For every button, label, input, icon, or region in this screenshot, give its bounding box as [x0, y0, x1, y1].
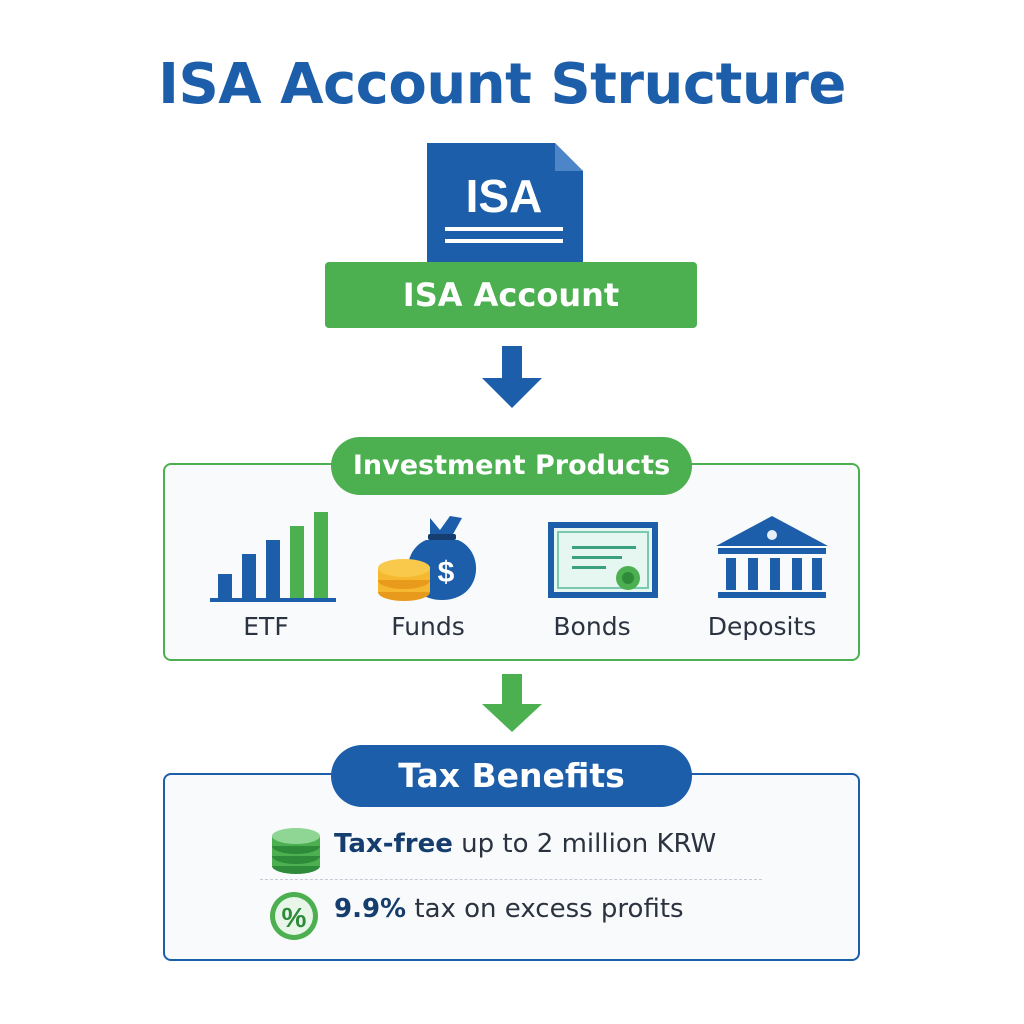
- benefit-highlight: 9.9%: [334, 894, 407, 924]
- product-label-funds: Funds: [391, 612, 465, 641]
- benefit-highlight: Tax-free: [334, 829, 453, 859]
- product-label-etf: ETF: [243, 612, 289, 641]
- bar-chart-icon: [210, 512, 336, 602]
- money-bag-icon: $: [378, 516, 477, 601]
- product-etf: [186, 508, 346, 604]
- svg-text:%: %: [282, 902, 307, 933]
- product-bonds: [512, 508, 672, 604]
- product-label-deposits: Deposits: [707, 612, 817, 641]
- page-title: ISA Account Structure: [158, 52, 846, 117]
- divider: [260, 879, 762, 880]
- product-label-bonds: Bonds: [553, 612, 631, 641]
- investment-products-heading: Investment Products: [331, 437, 692, 495]
- coin-stack-icon: [272, 828, 320, 874]
- product-funds: $: [348, 508, 508, 604]
- bank-icon: [716, 516, 828, 598]
- svg-text:$: $: [438, 556, 455, 589]
- benefit-tax-free: Tax-free up to 2 million KRW: [334, 829, 716, 859]
- benefit-text: tax on excess profits: [406, 894, 684, 924]
- arrow-down-icon: [482, 346, 542, 408]
- tax-benefits-heading: Tax Benefits: [331, 745, 692, 807]
- certificate-icon: [548, 522, 658, 598]
- arrow-down-icon: [482, 674, 542, 732]
- product-deposits: [682, 508, 842, 604]
- document-icon: ISA: [425, 143, 585, 267]
- benefit-excess-profits: 9.9% tax on excess profits: [334, 894, 684, 924]
- isa-account-label: ISA Account: [325, 262, 697, 328]
- benefit-text: up to 2 million KRW: [452, 829, 717, 859]
- percent-icon: %: [270, 892, 318, 940]
- document-icon-label: ISA: [466, 170, 543, 222]
